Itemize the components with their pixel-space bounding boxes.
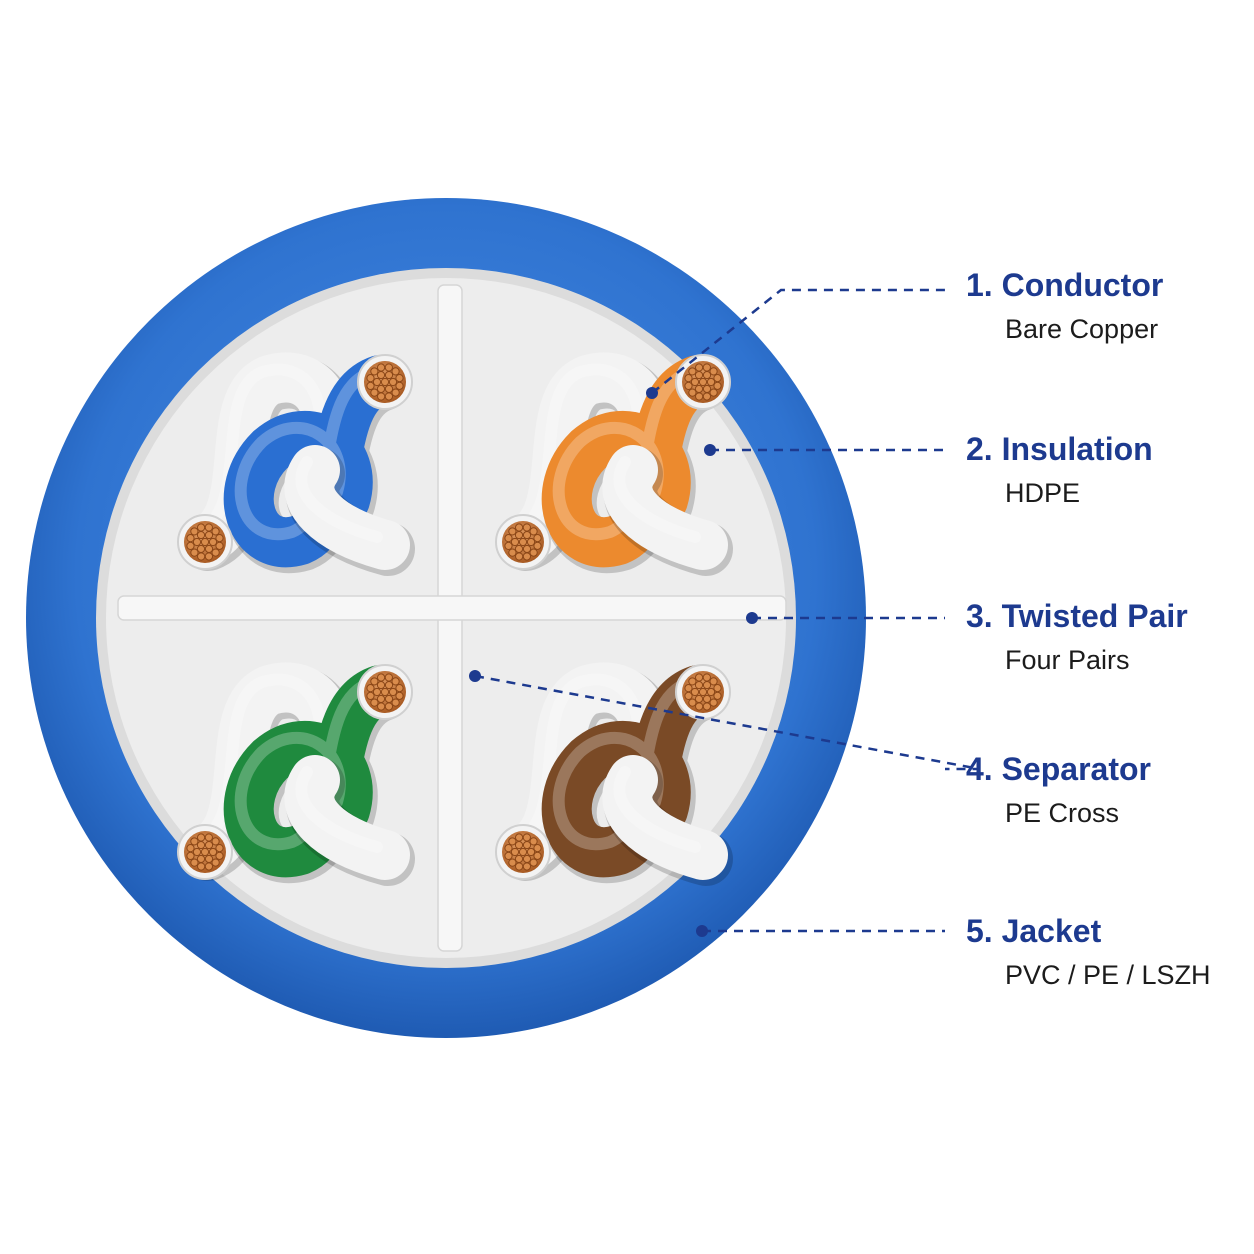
brown-pair bbox=[495, 662, 733, 886]
copper-conductor bbox=[495, 824, 551, 880]
green-pair bbox=[177, 662, 415, 886]
copper-conductor bbox=[177, 824, 233, 880]
label-subtitle: HDPE bbox=[1005, 478, 1081, 508]
label-subtitle: PVC / PE / LSZH bbox=[1005, 960, 1211, 990]
label-title: 4. Separator bbox=[966, 751, 1151, 787]
label-subtitle: Four Pairs bbox=[1005, 645, 1130, 675]
label-conductor: 1. Conductor Bare Copper bbox=[966, 265, 1163, 347]
label-subtitle: PE Cross bbox=[1005, 798, 1120, 828]
white-wire bbox=[602, 445, 728, 570]
leader-lines bbox=[474, 288, 981, 933]
leader-dot-conductor bbox=[646, 387, 658, 399]
label-title: 1. Conductor bbox=[966, 267, 1164, 303]
label-title: 2. Insulation bbox=[966, 431, 1153, 467]
label-jacket: 5. Jacket PVC / PE / LSZH bbox=[966, 911, 1211, 993]
copper-conductor bbox=[675, 354, 731, 410]
leader-line-separator bbox=[474, 674, 981, 771]
leader-dot-jacket bbox=[696, 925, 708, 937]
label-separator: 4. Separator PE Cross bbox=[966, 749, 1151, 831]
white-wire bbox=[602, 755, 728, 880]
copper-conductor bbox=[357, 664, 413, 720]
copper-conductor bbox=[357, 354, 413, 410]
colored-wire bbox=[223, 355, 405, 568]
leader-dot-insulation bbox=[704, 444, 716, 456]
leader-dot-separator bbox=[469, 670, 481, 682]
white-wire bbox=[284, 755, 410, 880]
colored-wire bbox=[223, 665, 405, 878]
blue-pair bbox=[177, 352, 415, 576]
copper-conductor bbox=[675, 664, 731, 720]
label-twisted-pair: 3. Twisted Pair Four Pairs bbox=[966, 596, 1188, 678]
label-title: 3. Twisted Pair bbox=[966, 598, 1188, 634]
colored-wire bbox=[541, 355, 723, 568]
label-title: 5. Jacket bbox=[966, 913, 1102, 949]
leader-dots bbox=[469, 387, 758, 937]
white-wire bbox=[284, 445, 410, 570]
label-insulation: 2. Insulation HDPE bbox=[966, 429, 1153, 511]
copper-conductor bbox=[495, 514, 551, 570]
colored-wire bbox=[541, 665, 723, 878]
orange-pair bbox=[495, 352, 733, 576]
twisted-pairs bbox=[177, 352, 733, 886]
leader-line-conductor bbox=[651, 288, 945, 394]
leader-dot-twisted-pair bbox=[746, 612, 758, 624]
label-subtitle: Bare Copper bbox=[1005, 314, 1159, 344]
copper-conductor bbox=[177, 514, 233, 570]
cross-separator bbox=[117, 284, 787, 952]
